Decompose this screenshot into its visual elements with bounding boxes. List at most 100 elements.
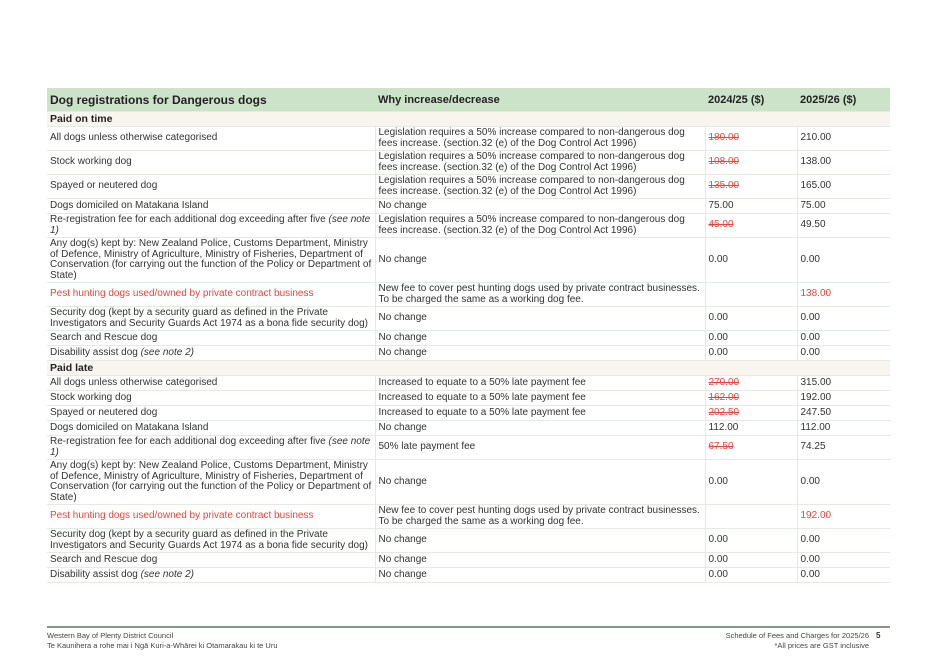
fee-2024: 162.00 (704, 390, 797, 406)
fee-2025: 112.00 (796, 420, 890, 436)
fee-2024: 180.00 (704, 126, 797, 151)
why-cell: New fee to cover pest hunting dogs used … (374, 504, 705, 529)
fee-note: (see note 2) (140, 346, 194, 358)
fee-2024: 0.00 (704, 306, 797, 331)
fee-2025: 0.00 (796, 459, 890, 505)
fee-2025: 74.25 (796, 435, 890, 460)
fee-2024: 0.00 (704, 528, 797, 553)
fee-name: Spayed or neutered dog (50, 180, 158, 192)
why-cell: Increased to equate to a 50% late paymen… (374, 375, 705, 391)
empty-cell (797, 111, 890, 127)
fee-name: Stock working dog (50, 391, 132, 403)
fee-name: Disability assist dog (50, 568, 138, 580)
fee-2024: 270.00 (704, 375, 797, 391)
why-cell: Legislation requires a 50% increase comp… (374, 126, 705, 151)
fee-2024: 67.50 (704, 435, 797, 460)
table-header: Dog registrations for Dangerous dogs Why… (47, 88, 890, 112)
table-row: All dogs unless otherwise categorised Inc… (47, 375, 890, 391)
table-row: Any dog(s) kept by: New Zealand Police, … (47, 459, 890, 505)
empty-cell (375, 111, 705, 127)
table-row: Disability assist dog (see note 2)No cha… (47, 567, 890, 583)
fee-name: Re-registration fee for each additional … (50, 436, 326, 447)
table-row: Disability assist dog (see note 2)No cha… (47, 345, 890, 361)
fee-name: Pest hunting dogs used/owned by private … (50, 288, 314, 300)
why-cell: 50% late payment fee (374, 435, 705, 460)
fee-name: Any dog(s) kept by: New Zealand Police, … (50, 238, 372, 281)
fees-table: Dog registrations for Dangerous dogs Why… (47, 88, 890, 583)
fee-2025: 138.00 (796, 282, 890, 307)
fee-name: Stock working dog (50, 156, 132, 168)
fee-2024: 0.00 (704, 345, 797, 361)
fee-name: Spayed or neutered dog (50, 406, 158, 418)
empty-cell (705, 360, 797, 376)
why-cell: No change (374, 459, 705, 505)
fee-name-cell: Search and Rescue dog (47, 552, 375, 568)
fee-2024: 0.00 (704, 567, 797, 583)
fee-2025: 192.00 (796, 390, 890, 406)
fee-name-cell: Security dog (kept by a security guard a… (47, 306, 375, 331)
fee-name-cell: Disability assist dog (see note 2) (47, 567, 375, 583)
fee-2025: 0.00 (796, 237, 890, 283)
fee-2025: 192.00 (796, 504, 890, 529)
section-title: Paid late (47, 360, 375, 376)
empty-cell (375, 360, 705, 376)
fee-2024: 0.00 (704, 459, 797, 505)
footer-org-maori: Te Kaunihera a rohe mai i Ngā Kuri-a-Whā… (47, 641, 278, 650)
why-cell: No change (374, 567, 705, 583)
fee-name: Re-registration fee for each additional … (50, 214, 326, 225)
why-cell: No change (374, 306, 705, 331)
fee-2025: 210.00 (796, 126, 890, 151)
empty-cell (797, 360, 890, 376)
fee-2024 (704, 504, 797, 529)
fee-name: Security dog (kept by a security guard a… (50, 529, 368, 551)
fee-2025: 138.00 (796, 150, 890, 175)
table-row: Re-registration fee for each additional … (47, 213, 890, 238)
fee-2024: 112.00 (704, 420, 797, 436)
fee-2025: 165.00 (796, 174, 890, 199)
fee-2025: 0.00 (796, 306, 890, 331)
section-row: Paid on time (47, 111, 890, 127)
table-row: Re-registration fee for each additional … (47, 435, 890, 460)
fee-2025: 75.00 (796, 198, 890, 214)
fee-name-cell: All dogs unless otherwise categorised (47, 126, 375, 151)
fee-name-cell: Security dog (kept by a security guard a… (47, 528, 375, 553)
fee-2025: 247.50 (796, 405, 890, 421)
fee-2025: 0.00 (796, 567, 890, 583)
fee-name-cell: Any dog(s) kept by: New Zealand Police, … (47, 237, 375, 283)
fee-2024: 202.50 (704, 405, 797, 421)
fee-name-cell: Re-registration fee for each additional … (47, 213, 375, 238)
col-header-why: Why increase/decrease (375, 88, 705, 112)
section-row: Paid late (47, 360, 890, 376)
fee-2025: 0.00 (796, 330, 890, 346)
footer-left: Western Bay of Plenty District Council T… (47, 631, 278, 651)
fee-name-cell: Stock working dog (47, 390, 375, 406)
fee-name-cell: Search and Rescue dog (47, 330, 375, 346)
why-cell: Legislation requires a 50% increase comp… (374, 174, 705, 199)
why-cell: No change (374, 528, 705, 553)
fee-2025: 0.00 (796, 552, 890, 568)
section-title: Paid on time (47, 111, 375, 127)
page-number: 5 (876, 631, 881, 640)
table-row: Security dog (kept by a security guard a… (47, 528, 890, 553)
fee-2025: 0.00 (796, 345, 890, 361)
fee-name: Security dog (kept by a security guard a… (50, 307, 368, 329)
why-cell: No change (374, 420, 705, 436)
fee-2024: 135.00 (704, 174, 797, 199)
fee-name-cell: Spayed or neutered dog (47, 405, 375, 421)
why-cell: No change (374, 552, 705, 568)
fee-name: Search and Rescue dog (50, 331, 158, 343)
fee-name-cell: All dogs unless otherwise categorised (47, 375, 375, 391)
fee-name: All dogs unless otherwise categorised (50, 376, 218, 388)
why-cell: Legislation requires a 50% increase comp… (374, 150, 705, 175)
fee-2024: 45.00 (704, 213, 797, 238)
footer-org: Western Bay of Plenty District Council (47, 631, 174, 640)
footer-divider (47, 626, 890, 628)
why-cell: Legislation requires a 50% increase comp… (374, 213, 705, 238)
fee-2024: 0.00 (704, 552, 797, 568)
fee-name: Search and Rescue dog (50, 553, 158, 565)
footer-gst-note: *All prices are GST inclusive (774, 641, 869, 650)
